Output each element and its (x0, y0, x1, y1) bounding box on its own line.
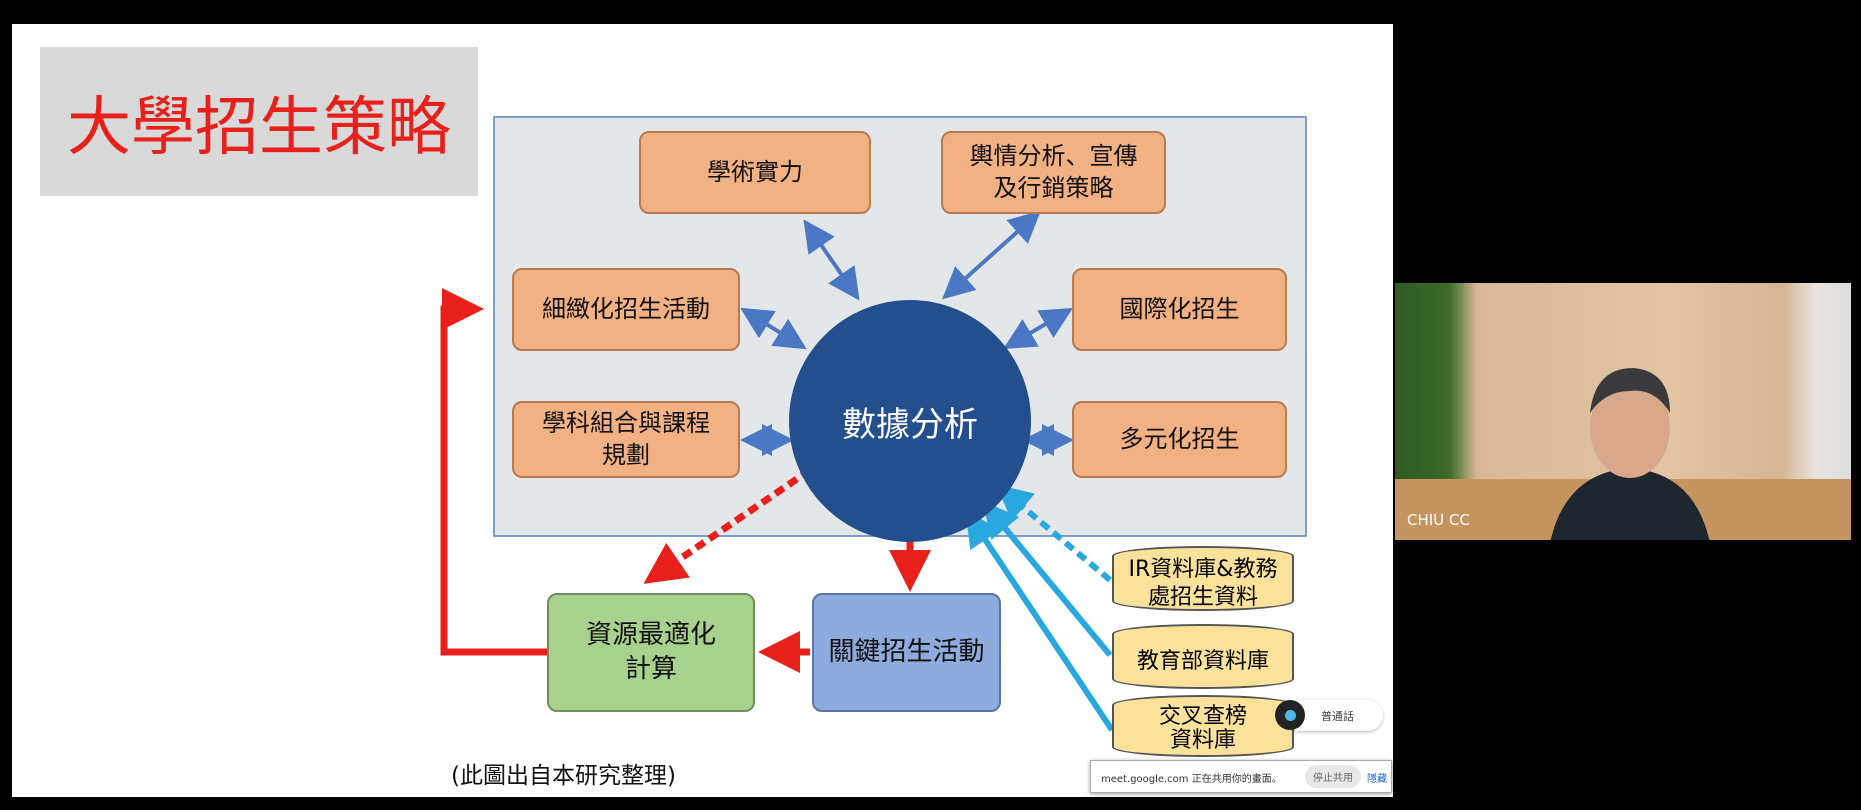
box-diverse: 多元化招生 (1072, 401, 1287, 478)
share-status-text: meet.google.com 正在共用你的畫面。 (1101, 774, 1282, 785)
captions-icon (1275, 700, 1305, 730)
blue-bidirectional-arrows (740, 210, 1074, 456)
screen-share-bar: meet.google.com 正在共用你的畫面。 停止共用 隱藏 (1090, 760, 1392, 793)
participant-avatar (1550, 368, 1710, 540)
participant-video-tile[interactable]: CHIU CC (1395, 283, 1851, 540)
box-refined-activities: 細緻化招生活動 (512, 268, 740, 351)
database-moe: 教育部資料庫 (1112, 624, 1294, 689)
box-curriculum: 學科組合與課程 規劃 (512, 401, 740, 478)
box-academic-strength: 學術實力 (639, 131, 871, 214)
box-international: 國際化招生 (1072, 268, 1287, 351)
slide-title: 大學招生策略 (67, 90, 451, 165)
cyan-arrows (965, 484, 1115, 732)
database-cross-check: 交叉查榜 資料庫 (1112, 695, 1294, 757)
hide-button[interactable]: 隱藏 (1367, 774, 1387, 785)
caption-language-label: 普通話 (1321, 710, 1354, 723)
database-ir: IR資料庫&教務 處招生資料 (1112, 546, 1294, 611)
participant-name: CHIU CC (1407, 511, 1470, 529)
box-resource-optimization: 資源最適化 計算 (547, 593, 755, 712)
box-key-activity: 關鍵招生活動 (812, 593, 1001, 712)
slide-caption: (此圖出自本研究整理) (451, 763, 676, 789)
data-analysis-circle: 數據分析 (789, 300, 1031, 542)
box-publicity: 輿情分析、宣傳 及行銷策略 (941, 131, 1166, 214)
caption-language-chip[interactable]: 普通話 (1275, 700, 1383, 731)
stop-sharing-button[interactable]: 停止共用 (1305, 765, 1361, 788)
title-box: 大學招生策略 (40, 47, 478, 196)
